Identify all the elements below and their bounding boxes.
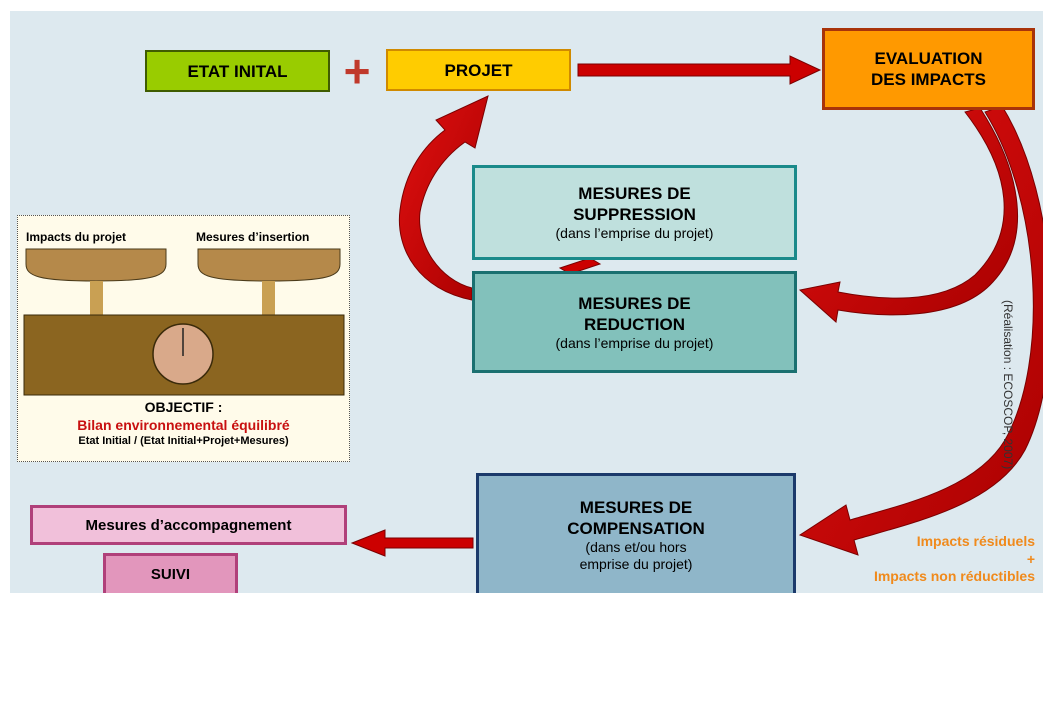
arrow-projet-to-evaluation bbox=[577, 55, 822, 85]
plus-sign: + bbox=[343, 45, 371, 97]
suppression-sub: (dans l’emprise du projet) bbox=[555, 225, 714, 241]
arrows-layer bbox=[350, 55, 1043, 557]
compensation-box: MESURES DE COMPENSATION (dans et/ou hors… bbox=[476, 473, 796, 593]
evaluation-box: EVALUATION DES IMPACTS bbox=[822, 28, 1035, 110]
compensation-sub-1: (dans et/ou hors bbox=[585, 538, 687, 555]
reduction-box: MESURES DE REDUCTION (dans l’emprise du … bbox=[472, 271, 797, 373]
arrow-evaluation-to-compensation bbox=[798, 105, 1043, 556]
suivi-label: SUIVI bbox=[150, 566, 191, 583]
right-pan bbox=[197, 248, 341, 282]
accompagnement-label: Mesures d’accompagnement bbox=[85, 516, 292, 534]
accompagnement-box: Mesures d’accompagnement bbox=[30, 505, 347, 545]
bilan-text: Bilan environnemental équilibré bbox=[77, 417, 290, 433]
residual-line1: Impacts résiduels bbox=[916, 533, 1035, 549]
evaluation-line1: EVALUATION bbox=[874, 49, 983, 68]
arrow-reduction-to-projet bbox=[398, 95, 489, 301]
suivi-box: SUIVI bbox=[103, 553, 238, 593]
residual-line2: Impacts non réductibles bbox=[873, 568, 1035, 584]
left-post bbox=[90, 281, 103, 315]
balance-panel: Impacts du projet Mesures d’insertion OB… bbox=[17, 215, 350, 462]
compensation-title-1: MESURES DE bbox=[579, 497, 693, 517]
formula-text: Etat Initial / (Etat Initial+Projet+Mesu… bbox=[78, 435, 289, 447]
left-pan bbox=[25, 248, 167, 282]
suppression-box: MESURES DE SUPPRESSION (dans l’emprise d… bbox=[472, 165, 797, 260]
credit-text: (Réalisation : ECOSCOP, 2007) bbox=[1001, 300, 1015, 470]
etat-initial-box: ETAT INITAL bbox=[145, 50, 330, 92]
evaluation-line2: DES IMPACTS bbox=[871, 70, 986, 89]
balance-scale-illustration bbox=[23, 248, 345, 396]
arrow-compensation-to-accompagnement bbox=[350, 529, 474, 557]
etat-initial-label: ETAT INITAL bbox=[187, 61, 288, 81]
compensation-sub-2: emprise du projet) bbox=[579, 555, 693, 572]
projet-box: PROJET bbox=[386, 49, 571, 91]
arrow-evaluation-to-reduction bbox=[798, 107, 1018, 323]
reduction-title-2: REDUCTION bbox=[583, 314, 686, 334]
residual-impacts-note: Impacts résiduels + Impacts non réductib… bbox=[874, 531, 1035, 587]
diagram-canvas: ETAT INITAL + PROJET EVALUATION DES IMPA… bbox=[10, 11, 1043, 593]
objectif-block: OBJECTIF : Bilan environnemental équilib… bbox=[18, 398, 349, 449]
suppression-title-2: SUPPRESSION bbox=[573, 205, 696, 224]
reduction-title-1: MESURES DE bbox=[578, 293, 691, 313]
impacts-projet-label: Impacts du projet bbox=[26, 230, 127, 244]
mesures-insertion-label: Mesures d’insertion bbox=[196, 230, 310, 244]
reduction-sub: (dans l’emprise du projet) bbox=[555, 334, 714, 351]
objectif-title: OBJECTIF : bbox=[144, 399, 223, 415]
suppression-title-1: MESURES DE bbox=[578, 184, 691, 203]
compensation-title-2: COMPENSATION bbox=[567, 518, 705, 538]
projet-label: PROJET bbox=[444, 60, 513, 80]
right-post bbox=[262, 281, 275, 315]
residual-plus: + bbox=[1026, 551, 1035, 567]
